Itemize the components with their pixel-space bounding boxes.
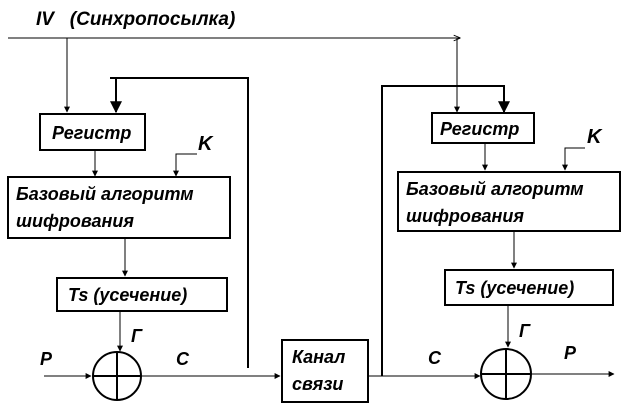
left-register-label: Регистр [52, 123, 131, 143]
right-gamma-label: Г [519, 321, 531, 341]
right-register-box [431, 112, 535, 144]
right-feedback-loop [381, 85, 510, 376]
channel-line1: Канал [292, 347, 345, 367]
left-cipher-line2: шифрования [16, 211, 134, 231]
left-gamma-label: Г [131, 326, 143, 346]
iv-title: IV (Синхропосылка) [36, 9, 235, 30]
right-cipher-line2: шифрования [406, 206, 524, 226]
left-register-box [39, 113, 146, 151]
right-cipher-box [397, 171, 621, 232]
left-trunc-box [56, 277, 228, 312]
channel-line2: связи [292, 374, 343, 394]
left-feedback-loop [110, 77, 249, 368]
right-key-wire [562, 147, 585, 171]
left-cipher-box [7, 176, 231, 239]
left-trunc-label: Ts (усечение) [68, 285, 187, 305]
right-trunc-label: Ts (усечение) [455, 278, 574, 298]
right-register-label: Регистр [440, 119, 519, 139]
left-cipher-line1: Базовый алгоритм [16, 184, 194, 204]
left-xor-node [92, 351, 142, 401]
right-output-label: P [564, 343, 577, 363]
left-key-wire [173, 153, 197, 177]
right-xor-node [480, 348, 532, 400]
right-trunc-box [444, 269, 614, 306]
channel-box [281, 339, 369, 403]
left-input-label: P [40, 349, 53, 369]
left-key-label: K [198, 133, 214, 155]
left-output-label: C [176, 349, 190, 369]
right-input-label: C [428, 348, 442, 368]
right-key-label: K [587, 126, 603, 148]
right-cipher-line1: Базовый алгоритм [406, 179, 584, 199]
